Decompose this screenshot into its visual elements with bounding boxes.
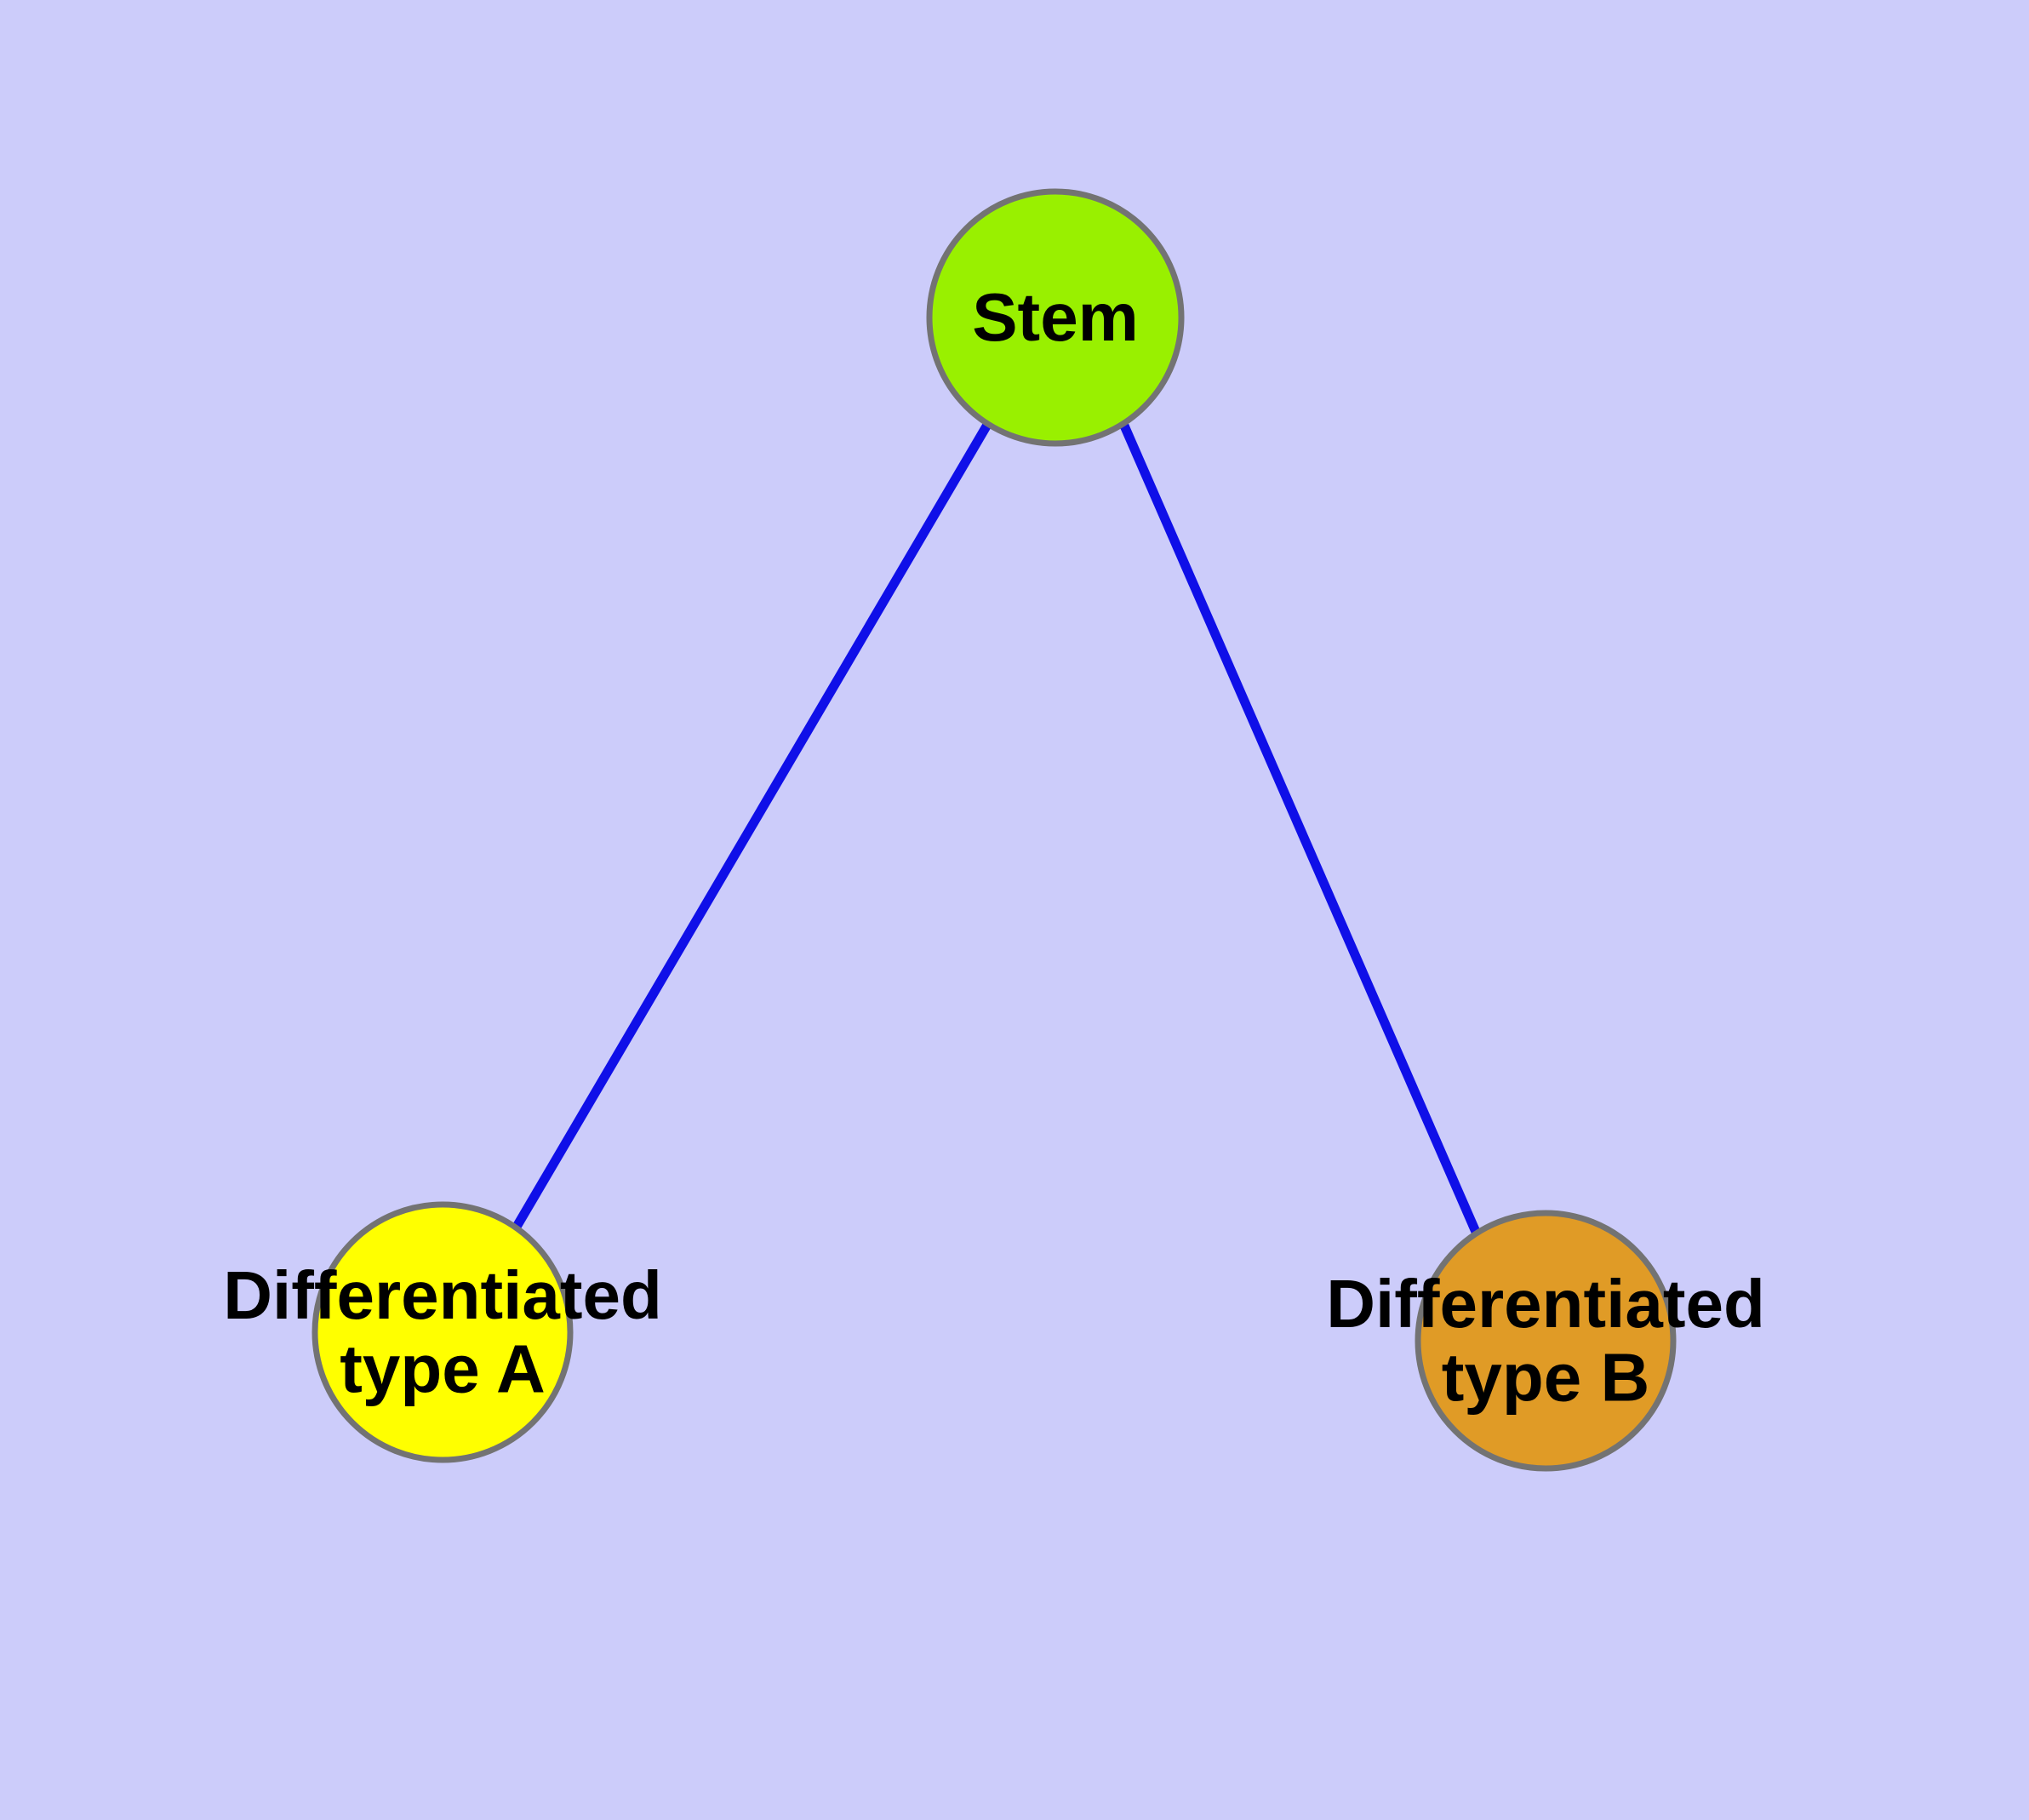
node-differentiated-type-a-circle[interactable] <box>311 1201 574 1463</box>
node-stem[interactable]: Stem <box>926 188 1185 447</box>
node-label-line: Differentiated <box>1326 1266 1765 1342</box>
node-label-line: type B <box>1442 1339 1650 1415</box>
node-stem-circle[interactable] <box>926 188 1185 447</box>
node-stem-label: Stem <box>972 279 1139 355</box>
node-label-line: Stem <box>972 279 1139 355</box>
edge-stem-to-differentiated-type-a[interactable] <box>512 422 992 1229</box>
node-differentiated-type-b-circle[interactable] <box>1415 1210 1677 1472</box>
edge-layer <box>512 422 1481 1234</box>
node-label-line: Differentiated <box>223 1257 662 1333</box>
edge-stem-to-differentiated-type-b[interactable] <box>1119 423 1481 1234</box>
node-label-line: type A <box>340 1331 546 1406</box>
